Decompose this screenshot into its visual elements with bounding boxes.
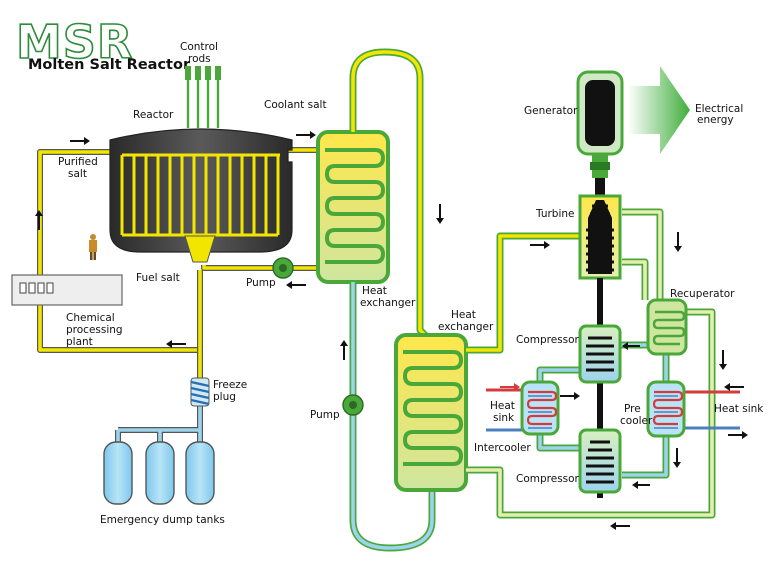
primary-pump <box>272 257 294 279</box>
fuel-channels <box>120 153 280 237</box>
label-recuperator: Recuperator <box>670 288 735 300</box>
electrical-arrow <box>628 66 690 154</box>
turbine <box>578 194 622 280</box>
compressor-bottom <box>578 428 622 494</box>
label-compressor-top: Compressor <box>516 334 580 346</box>
label-hx2-a: Heat <box>451 309 476 321</box>
label-freeze-plug-2: plug <box>213 391 236 403</box>
arrow-right-icon <box>500 383 520 391</box>
freeze-plug <box>190 377 210 407</box>
label-compressor-bottom: Compressor <box>516 473 580 485</box>
arrow-left-icon <box>724 383 744 391</box>
arrow-down-icon <box>719 350 727 370</box>
label-pre-cooler-1: Pre <box>624 403 641 415</box>
arrow-right-icon <box>728 431 748 439</box>
dump-tank-1 <box>103 441 133 505</box>
primary-loop-pipes <box>37 147 320 380</box>
label-chemical-2: processing <box>66 324 123 336</box>
heat-exchanger-1 <box>316 130 390 284</box>
label-electrical-2: energy <box>697 114 734 126</box>
reactor <box>89 66 293 263</box>
arrow-left-icon <box>622 342 640 350</box>
pre-cooler <box>646 380 686 438</box>
label-freeze-plug-1: Freeze <box>213 379 247 391</box>
label-heat-sink-left-1: Heat <box>490 400 515 412</box>
title-abbr: MSR <box>16 15 133 69</box>
arrow-up-icon <box>35 210 43 230</box>
label-intercooler: Intercooler <box>474 442 531 454</box>
arrow-right-icon <box>70 137 90 145</box>
dump-piping <box>115 404 203 445</box>
label-heat-sink-right: Heat sink <box>714 403 764 415</box>
label-pre-cooler-2: cooler <box>620 415 653 427</box>
control-rods <box>185 66 221 128</box>
arrow-down-icon <box>674 232 682 252</box>
label-pump-primary: Pump <box>246 277 276 289</box>
label-hx1-a: Heat <box>362 285 387 297</box>
label-control-rods-2: rods <box>188 53 211 65</box>
person-scale-icon <box>89 234 97 260</box>
label-turbine: Turbine <box>535 208 575 220</box>
label-electrical-1: Electrical <box>695 103 743 115</box>
title-block: MSR Molten Salt Reactor <box>15 14 191 73</box>
dump-tank-2 <box>145 441 175 505</box>
chemical-plant <box>11 274 123 306</box>
label-coolant-salt: Coolant salt <box>264 99 327 111</box>
flow-arrows <box>35 131 748 530</box>
heat-sink-pipes <box>486 388 740 432</box>
compressor-top <box>578 324 622 384</box>
turbine-loop-pipes <box>466 208 716 519</box>
arrow-down-icon <box>673 448 681 468</box>
label-heat-sink-left-2: sink <box>493 412 515 424</box>
label-purified-salt-1: Purified <box>58 156 98 168</box>
label-generator: Generator <box>524 105 578 117</box>
generator <box>576 70 624 196</box>
label-hx1-b: exchanger <box>360 297 416 309</box>
arrow-up-icon <box>340 340 348 360</box>
arrow-down-icon <box>436 204 444 224</box>
arrow-right-icon <box>560 392 580 400</box>
turbine-shaft <box>597 278 603 498</box>
label-pump-secondary: Pump <box>310 409 340 421</box>
dump-tanks <box>103 441 215 505</box>
label-dump-tanks: Emergency dump tanks <box>100 514 225 526</box>
label-purified-salt-2: salt <box>68 168 87 180</box>
arrow-left-icon <box>610 522 630 530</box>
arrow-right-icon <box>296 131 316 139</box>
label-control-rods-1: Control <box>180 41 218 53</box>
label-reactor: Reactor <box>133 109 174 121</box>
label-chemical-1: Chemical <box>66 312 115 324</box>
dump-tank-3 <box>185 441 215 505</box>
intercooler <box>520 380 560 436</box>
label-chemical-3: plant <box>66 336 93 348</box>
arrow-right-icon <box>530 241 550 249</box>
arrow-left-icon <box>286 281 306 289</box>
label-hx2-b: exchanger <box>438 321 494 333</box>
title-subtitle: Molten Salt Reactor <box>28 57 191 73</box>
labels: Control rods Reactor Coolant salt Purifi… <box>58 41 764 526</box>
arrow-left-icon <box>166 340 186 348</box>
recuperator <box>646 298 688 356</box>
secondary-pump <box>342 394 364 416</box>
heat-exchanger-2 <box>394 333 468 492</box>
arrow-left-icon <box>632 481 650 489</box>
secondary-loop-pipes <box>349 48 436 552</box>
label-fuel-salt: Fuel salt <box>136 272 180 284</box>
